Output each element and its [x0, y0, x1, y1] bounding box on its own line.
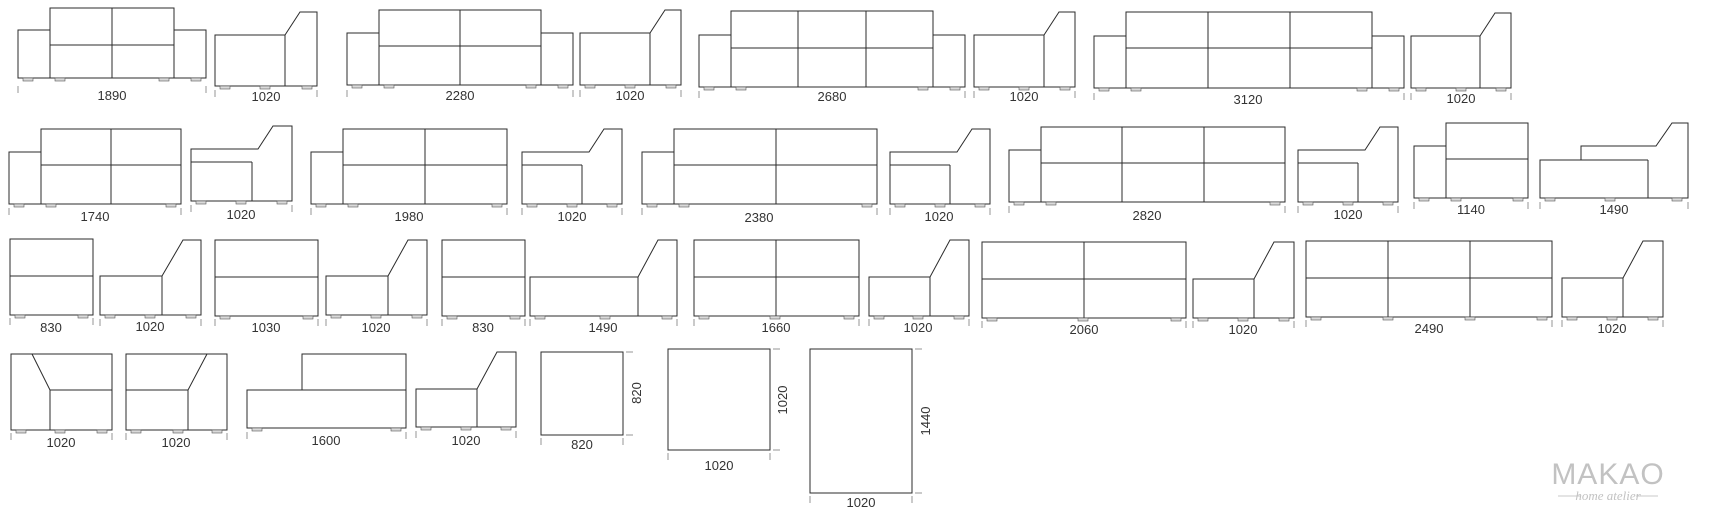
dim-label: 2060 [1070, 322, 1099, 337]
dim-label: 1020 [136, 319, 165, 334]
dim-label: 1020 [847, 495, 876, 510]
dim-label: 1020 [252, 89, 281, 104]
module-front-830: 830 [9, 238, 94, 335]
dim-label: 1020 [925, 209, 954, 224]
dim-label: 1600 [312, 433, 341, 448]
module-front-1660: 1660 [693, 239, 860, 335]
dim-label: 1020 [452, 433, 481, 448]
sofa-side-1020: 1020 [579, 9, 682, 103]
dim-label: 1660 [762, 320, 791, 335]
corner-front-1020: 1020 [10, 353, 113, 450]
dim-label: 2280 [446, 88, 475, 103]
dim-label: 1020 [1010, 89, 1039, 104]
sofa-side-1020: 1020 [973, 11, 1076, 104]
dim-label: 2490 [1415, 321, 1444, 336]
dim-label: 1020 [1229, 322, 1258, 337]
dim-label-vertical: 1020 [775, 386, 790, 415]
chaise-side-1490: 1490 [529, 239, 678, 335]
dim-label: 830 [472, 320, 494, 335]
dim-label: 1020 [362, 320, 391, 335]
dim-label: 1490 [1600, 202, 1629, 217]
makao-logo: MAKAO home atelier [1551, 458, 1664, 503]
pouf-top-820: 820 820 [540, 351, 644, 452]
sofa-front-2680: 2680 [698, 10, 966, 104]
dim-label: 1020 [47, 435, 76, 450]
sofa-side-1020: 1020 [99, 239, 202, 334]
sofa-side-1020: 1020 [521, 128, 623, 224]
brand-name: MAKAO [1551, 458, 1664, 491]
sofa-side-1020: 1020 [868, 239, 970, 335]
sofa-front-3120: 3120 [1093, 11, 1405, 107]
dim-label: 1020 [1334, 207, 1363, 222]
module-front-2060: 2060 [981, 241, 1187, 337]
sofa-side-1020: 1020 [1192, 241, 1295, 337]
sofa-front-2280: 2280 [346, 9, 574, 103]
sofa-front-2380: 2380 [641, 128, 878, 225]
sofa-front-2820: 2820 [1008, 126, 1286, 223]
dim-label: 820 [571, 437, 593, 452]
dim-label: 1980 [395, 209, 424, 224]
dim-label: 3120 [1234, 92, 1263, 107]
chaise-front-1600: 1600 [246, 353, 407, 448]
dim-label: 1020 [162, 435, 191, 450]
module-front-830: 830 [441, 239, 526, 335]
pouf-top-1020x1440: 1020 1440 [809, 348, 933, 510]
pouf-top-1020: 1020 1020 [667, 348, 790, 473]
module-front-2490: 2490 [1305, 240, 1553, 336]
dim-label-vertical: 1440 [918, 407, 933, 436]
sofa-side-1020: 1020 [190, 125, 293, 222]
dim-label: 2820 [1133, 208, 1162, 223]
sofa-front-1980: 1980 [310, 128, 508, 224]
armchair-front-1140: 1140 [1413, 122, 1529, 217]
sofa-side-1020: 1020 [1561, 240, 1664, 336]
dim-label: 1020 [904, 320, 933, 335]
sofa-front-1740: 1740 [8, 128, 182, 224]
sofa-side-1020: 1020 [1297, 126, 1399, 222]
dim-label: 2380 [745, 210, 774, 225]
dim-label: 2680 [818, 89, 847, 104]
dim-label-vertical: 820 [629, 382, 644, 404]
sofa-side-1020: 1020 [889, 128, 991, 224]
sofa-front-1890: 1890 [17, 7, 207, 103]
sofa-side-1020: 1020 [325, 239, 428, 335]
sofa-side-1020: 1020 [1410, 12, 1512, 106]
corner-front-1020: 1020 [125, 353, 228, 450]
dim-label: 1020 [705, 458, 734, 473]
dim-label: 1020 [227, 207, 256, 222]
brand-tagline: home atelier [1575, 488, 1641, 503]
dim-label: 1490 [589, 320, 618, 335]
chaise-side-1490: 1490 [1539, 122, 1689, 217]
dim-label: 1740 [81, 209, 110, 224]
dim-label: 1890 [98, 88, 127, 103]
dim-label: 1020 [616, 88, 645, 103]
module-front-1030: 1030 [214, 239, 319, 335]
dim-label: 1030 [252, 320, 281, 335]
dim-label: 1140 [1457, 202, 1485, 217]
sofa-side-1020: 1020 [415, 351, 517, 448]
dim-label: 1020 [558, 209, 587, 224]
sofa-side-1020: 1020 [214, 11, 318, 104]
dim-label: 1020 [1447, 91, 1476, 106]
dim-label: 830 [40, 320, 62, 335]
dim-label: 1020 [1598, 321, 1627, 336]
